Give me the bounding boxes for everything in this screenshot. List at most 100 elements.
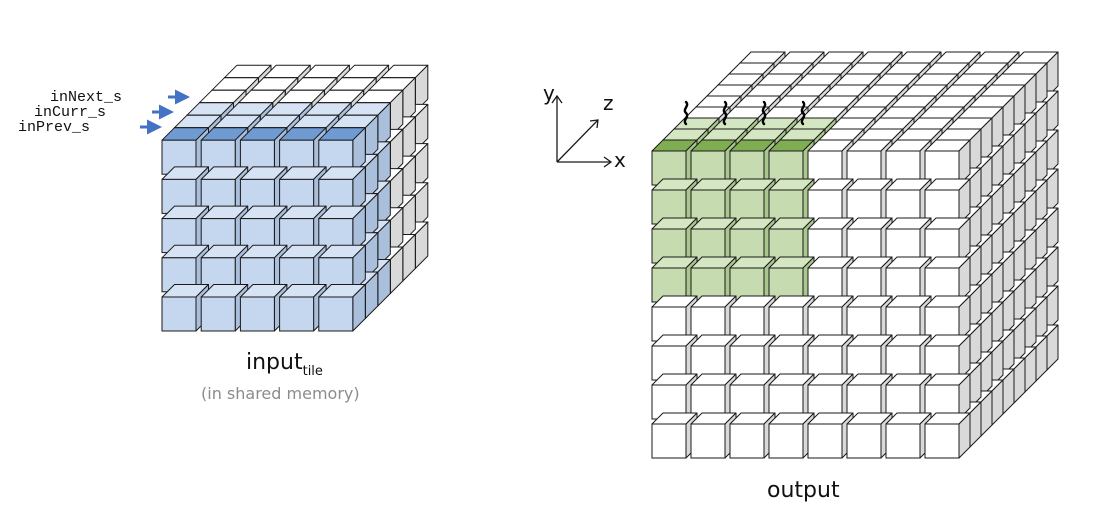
output-element xyxy=(807,256,854,303)
output-element xyxy=(690,295,737,342)
cube-front-face xyxy=(729,423,765,459)
output-element xyxy=(885,412,932,459)
thread-markers xyxy=(683,100,806,126)
cube-front-face xyxy=(807,423,843,459)
axis-label-x: x xyxy=(614,148,626,172)
output-element xyxy=(729,139,776,186)
output-element xyxy=(651,334,698,381)
cube-front-face xyxy=(318,296,354,332)
cube-front-face xyxy=(846,423,882,459)
output-element xyxy=(846,217,893,264)
output-element xyxy=(846,412,893,459)
output-element xyxy=(690,139,737,186)
output-element xyxy=(846,178,893,225)
thread-icon xyxy=(722,100,728,126)
input-element xyxy=(318,284,366,332)
output-element xyxy=(885,373,932,420)
output-element xyxy=(768,373,815,420)
output-element xyxy=(651,295,698,342)
input-element xyxy=(200,284,249,332)
output-element xyxy=(768,412,815,459)
output-element xyxy=(768,334,815,381)
output-element xyxy=(768,178,815,225)
axis-label-z: z xyxy=(603,91,614,115)
output-element xyxy=(846,334,893,381)
output-element xyxy=(651,373,698,420)
axis-label-y: y xyxy=(543,81,555,105)
axis-indicator: y z x xyxy=(543,81,626,172)
axis-lines xyxy=(551,94,613,168)
output-element xyxy=(924,217,971,264)
output-element xyxy=(924,256,971,303)
output-element xyxy=(807,139,854,186)
thread-icon xyxy=(683,100,689,126)
y-axis-head xyxy=(551,94,563,104)
output-element xyxy=(885,217,932,264)
cube-front-face xyxy=(924,423,960,459)
plane-labels: inNext_s inCurr_s inPrev_s xyxy=(18,89,190,136)
output-element xyxy=(885,139,932,186)
output-element xyxy=(651,178,698,225)
input-caption: inputtile xyxy=(246,350,323,379)
label-in-curr: inCurr_s xyxy=(34,104,106,121)
output-element xyxy=(807,373,854,420)
thread-icon xyxy=(800,100,806,126)
output-element xyxy=(690,178,737,225)
output-element xyxy=(729,373,776,420)
x-axis-head xyxy=(603,156,613,168)
output-element xyxy=(885,178,932,225)
output-element xyxy=(690,217,737,264)
output-element xyxy=(690,256,737,303)
output-element xyxy=(768,139,815,186)
cube-front-face xyxy=(239,296,275,332)
output-element xyxy=(924,178,971,225)
output-element xyxy=(807,334,854,381)
output-element xyxy=(729,295,776,342)
plane-arrows xyxy=(140,89,190,135)
output-element xyxy=(729,256,776,303)
output-element xyxy=(729,334,776,381)
output-element xyxy=(924,334,971,381)
z-axis-head xyxy=(589,119,599,129)
label-in-next: inNext_s xyxy=(50,89,122,106)
z-axis-line xyxy=(556,119,599,163)
output-element xyxy=(729,412,776,459)
output-element xyxy=(768,256,815,303)
cube-front-face xyxy=(651,423,687,459)
cube-front-face xyxy=(690,423,726,459)
input-caption-subscript: tile xyxy=(303,364,323,379)
output-element xyxy=(807,412,854,459)
output-element xyxy=(885,256,932,303)
output-element xyxy=(846,256,893,303)
output-element xyxy=(846,373,893,420)
output-element xyxy=(690,412,737,459)
output-element xyxy=(651,217,698,264)
output-caption: output xyxy=(767,478,840,503)
output-element xyxy=(924,373,971,420)
output-element xyxy=(729,217,776,264)
output-element xyxy=(924,139,971,186)
output-element xyxy=(807,217,854,264)
output-element xyxy=(807,178,854,225)
output-element xyxy=(690,334,737,381)
output-element xyxy=(924,412,971,459)
output-element xyxy=(651,256,698,303)
output-element xyxy=(768,295,815,342)
output-element xyxy=(885,334,932,381)
thread-icon xyxy=(761,100,767,126)
output-element xyxy=(807,295,854,342)
output-element xyxy=(651,139,698,186)
output-cube xyxy=(651,51,1059,459)
output-element xyxy=(729,178,776,225)
output-element xyxy=(690,373,737,420)
cube-front-face xyxy=(200,296,236,332)
label-in-prev: inPrev_s xyxy=(18,119,90,136)
cube-front-face xyxy=(768,423,804,459)
output-element xyxy=(846,139,893,186)
output-element xyxy=(768,217,815,264)
output-element xyxy=(885,295,932,342)
input-note: (in shared memory) xyxy=(201,384,360,403)
cube-front-face xyxy=(161,296,197,332)
cube-front-face xyxy=(279,296,315,332)
